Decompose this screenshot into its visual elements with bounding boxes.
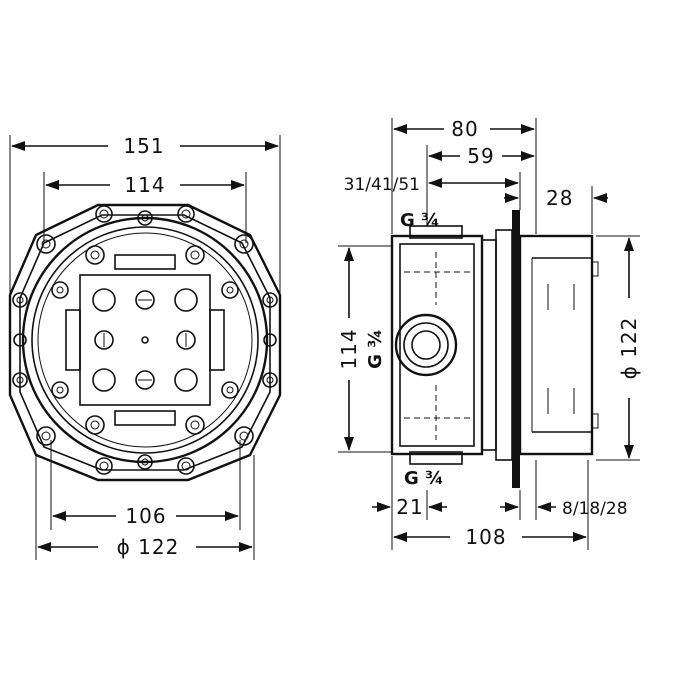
dim-d122-side-label: ϕ 122 [617,317,641,380]
dim-106: 106 [50,440,241,530]
dim-d122-front: ϕ 122 [35,455,255,560]
dim-21-label: 21 [396,495,423,519]
side-port-outer [394,313,458,377]
side-view: 80 59 31/41/51 28 G ¾ G ¾ [337,117,641,550]
dim-8-18-28-label: 8/18/28 [562,499,628,519]
dim-108: 108 [393,460,589,550]
thread-top-label: G ¾ [400,210,440,231]
dim-151-label: 151 [123,134,164,158]
dim-21: 21 [372,456,447,550]
dim-28-label: 28 [546,186,573,210]
dim-106-label: 106 [125,504,166,528]
dim-59-label: 59 [467,144,494,168]
plaster-guard [495,229,513,461]
dim-31-41-51-label: 31/41/51 [344,175,420,195]
dim-151: 151 [9,134,281,295]
dim-80-label: 80 [451,117,478,141]
port-bottom [409,451,463,465]
outer-ring [21,216,269,464]
valve-body [390,234,484,456]
inner-ring [31,226,259,454]
port-top [409,225,463,239]
dim-d122-side: ϕ 122 [596,235,641,461]
thread-bottom-label: G ¾ [404,468,444,489]
mounting-flange [481,239,497,451]
dim-108-label: 108 [465,525,506,549]
valve-body-inner [399,243,475,447]
mounting-plate [79,274,211,406]
dim-8-18-28: 8/18/28 [500,460,628,520]
dim-59: 59 [426,144,535,226]
dim-114-front: 114 [43,172,247,243]
cover-box [518,234,594,456]
thread-side-label: G ¾ [365,329,386,369]
dim-114-side-label: 114 [337,328,361,369]
dim-80: 80 [391,117,537,234]
side-port-mid [403,322,449,368]
dim-114-side: 114 G ¾ [337,245,392,453]
wall-plate [512,210,520,488]
dim-114-front-label: 114 [124,173,165,197]
dim-d122-front-label: ϕ 122 [117,535,180,559]
side-port-inner [411,330,441,360]
mounting-ears [12,205,278,475]
inner-ring-2 [37,232,253,448]
front-view: 151 114 106 ϕ 122 [8,134,282,560]
plate-holes [92,288,198,392]
ring-bosses [51,245,239,435]
dim-31-41-51: 31/41/51 [344,172,521,210]
dim-28: 28 [504,186,608,234]
